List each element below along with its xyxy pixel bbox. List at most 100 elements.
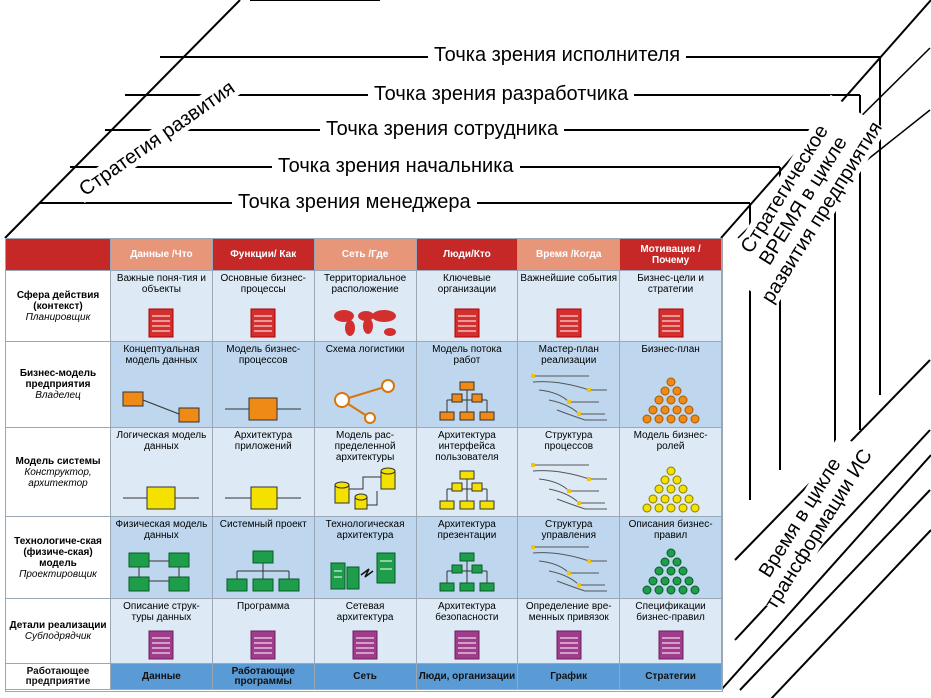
yellow-process-icon [213, 483, 314, 513]
row-role: Владелец [35, 390, 81, 401]
grid-cell: Архитектура интерфейса пользователя [416, 428, 519, 517]
column-header: Мотивация / Почему [620, 239, 722, 271]
orange-entities-icon [111, 390, 212, 424]
cell-label: Сетевая архитектура [336, 601, 394, 623]
doc-red-icon [111, 308, 212, 338]
grid-cell: Описания бизнес-правил [620, 517, 722, 599]
yellow-entity-icon [111, 483, 212, 513]
yellow-tree-icon [417, 469, 518, 513]
cell-label: Ключевые организации [437, 273, 497, 295]
perspective-label: Точка зрения сотрудника [320, 118, 565, 141]
cell-label: Архитектура презентации [437, 519, 497, 541]
cell-label: Схема логистики [325, 344, 405, 355]
corner-header [6, 239, 111, 271]
cell-label: Архитектура приложений [234, 430, 293, 452]
zachman-grid: Данные /Что Функции/ Как Сеть /Где Люди/… [5, 238, 723, 692]
grid-cell: Архитектура безопасности [416, 599, 519, 664]
doc-purple-icon [518, 630, 619, 660]
grid-cell: Архитектура приложений [212, 428, 315, 517]
cell-label: Основные бизнес-процессы [220, 273, 307, 295]
doc-purple-icon [315, 630, 416, 660]
doc-purple-icon [213, 630, 314, 660]
grid-cell: Логическая модель данных [111, 428, 213, 517]
doc-red-icon [518, 308, 619, 338]
cell-label: Архитектура безопасности [435, 601, 499, 623]
column-header: Функции/ Как [212, 239, 315, 271]
grid-cell: Модель потока работ [416, 342, 519, 428]
doc-red-icon [417, 308, 518, 338]
footer-cell: Стратегии [620, 664, 722, 690]
yellow-cylinders-icon [315, 463, 416, 513]
row-header: Сфера действия (контекст)Планировщик [6, 271, 111, 342]
schedule-lines-icon [518, 541, 619, 595]
grid-cell: Ключевые организации [416, 271, 519, 342]
green-blocks-icon [111, 547, 212, 595]
perspective-label: Точка зрения начальника [272, 155, 520, 178]
row-role: Субподрядчик [24, 631, 92, 642]
grid-cell: Основные бизнес-процессы [212, 271, 315, 342]
green-servers-icon [315, 545, 416, 595]
grid-cell: Важные поня-тия и объекты [111, 271, 213, 342]
cell-label: Бизнес-план [641, 344, 700, 355]
cell-label: Территориальное расположение [323, 273, 407, 295]
cell-label: Модель бизнес-ролей [633, 430, 708, 452]
cell-label: Программа [237, 601, 290, 612]
doc-purple-icon [620, 630, 721, 660]
cell-label: Физическая модель данных [115, 519, 208, 541]
perspective-label: Точка зрения разработчика [368, 83, 635, 106]
cell-label: Структура процессов [544, 430, 594, 452]
grid-cell: Важнейшие события [518, 271, 621, 342]
cell-label: Определение вре-менных привязок [525, 601, 612, 623]
orange-tree-icon [417, 380, 518, 424]
grid-cell: Определение вре-менных привязок [518, 599, 621, 664]
footer-cell: Работающие программы [212, 664, 315, 690]
doc-red-icon [213, 308, 314, 338]
grid-cell: Технологическая архитектура [314, 517, 417, 599]
grid-cell: Схема логистики [314, 342, 417, 428]
grid-cell: Описание струк-туры данных [111, 599, 213, 664]
cell-label: Архитектура интерфейса пользователя [435, 430, 499, 463]
row-title: Детали реализации [9, 620, 107, 631]
cell-label: Бизнес-цели и стратегии [637, 273, 704, 295]
yellow-pyramid-icon [620, 465, 721, 513]
cell-label: Важные поня-тия и объекты [116, 273, 206, 295]
column-header: Данные /Что [111, 239, 213, 271]
cell-label: Описания бизнес-правил [628, 519, 713, 541]
grid-cell: Архитектура презентации [416, 517, 519, 599]
column-header: Сеть /Где [314, 239, 417, 271]
cell-label: Модель бизнес-процессов [226, 344, 301, 366]
green-tree-small-icon [417, 551, 518, 595]
cell-label: Логическая модель данных [116, 430, 207, 452]
cell-label: Важнейшие события [520, 273, 618, 284]
footer-cell: График [518, 664, 621, 690]
row-role: Планировщик [25, 311, 91, 323]
grid-cell: Концептуальная модель данных [111, 342, 213, 428]
row-title: Технологиче-ская (физиче-ская) модель [14, 535, 102, 569]
grid-cell: Модель рас-пределенной архитектуры [314, 428, 417, 517]
footer-cell: Сеть [314, 664, 417, 690]
perspective-label: Точка зрения исполнителя [428, 44, 687, 67]
footer-cell: Данные [111, 664, 213, 690]
grid-cell: Структура управления [518, 517, 621, 599]
cell-label: Технологическая архитектура [325, 519, 405, 541]
row-role: Проектировщик [19, 568, 97, 580]
grid-cell: Мастер-план реализации [518, 342, 621, 428]
logistics-circles-icon [315, 378, 416, 424]
cell-label: Спецификации бизнес-правил [635, 601, 706, 623]
doc-purple-icon [111, 630, 212, 660]
cell-label: Системный проект [219, 519, 307, 530]
orange-process-icon [213, 394, 314, 424]
grid-cell: Бизнес-цели и стратегии [620, 271, 722, 342]
cell-label: Мастер-план реализации [538, 344, 599, 366]
grid-cell: Системный проект [212, 517, 315, 599]
row-title: Бизнес-модель предприятия [19, 368, 97, 390]
grid-cell: Спецификации бизнес-правил [620, 599, 722, 664]
grid-cell: Модель бизнес-процессов [212, 342, 315, 428]
grid-cell: Структура процессов [518, 428, 621, 517]
column-header: Люди/Кто [416, 239, 519, 271]
cell-label: Концептуальная модель данных [123, 344, 200, 366]
cell-label: Модель рас-пределенной архитектуры [334, 430, 396, 463]
